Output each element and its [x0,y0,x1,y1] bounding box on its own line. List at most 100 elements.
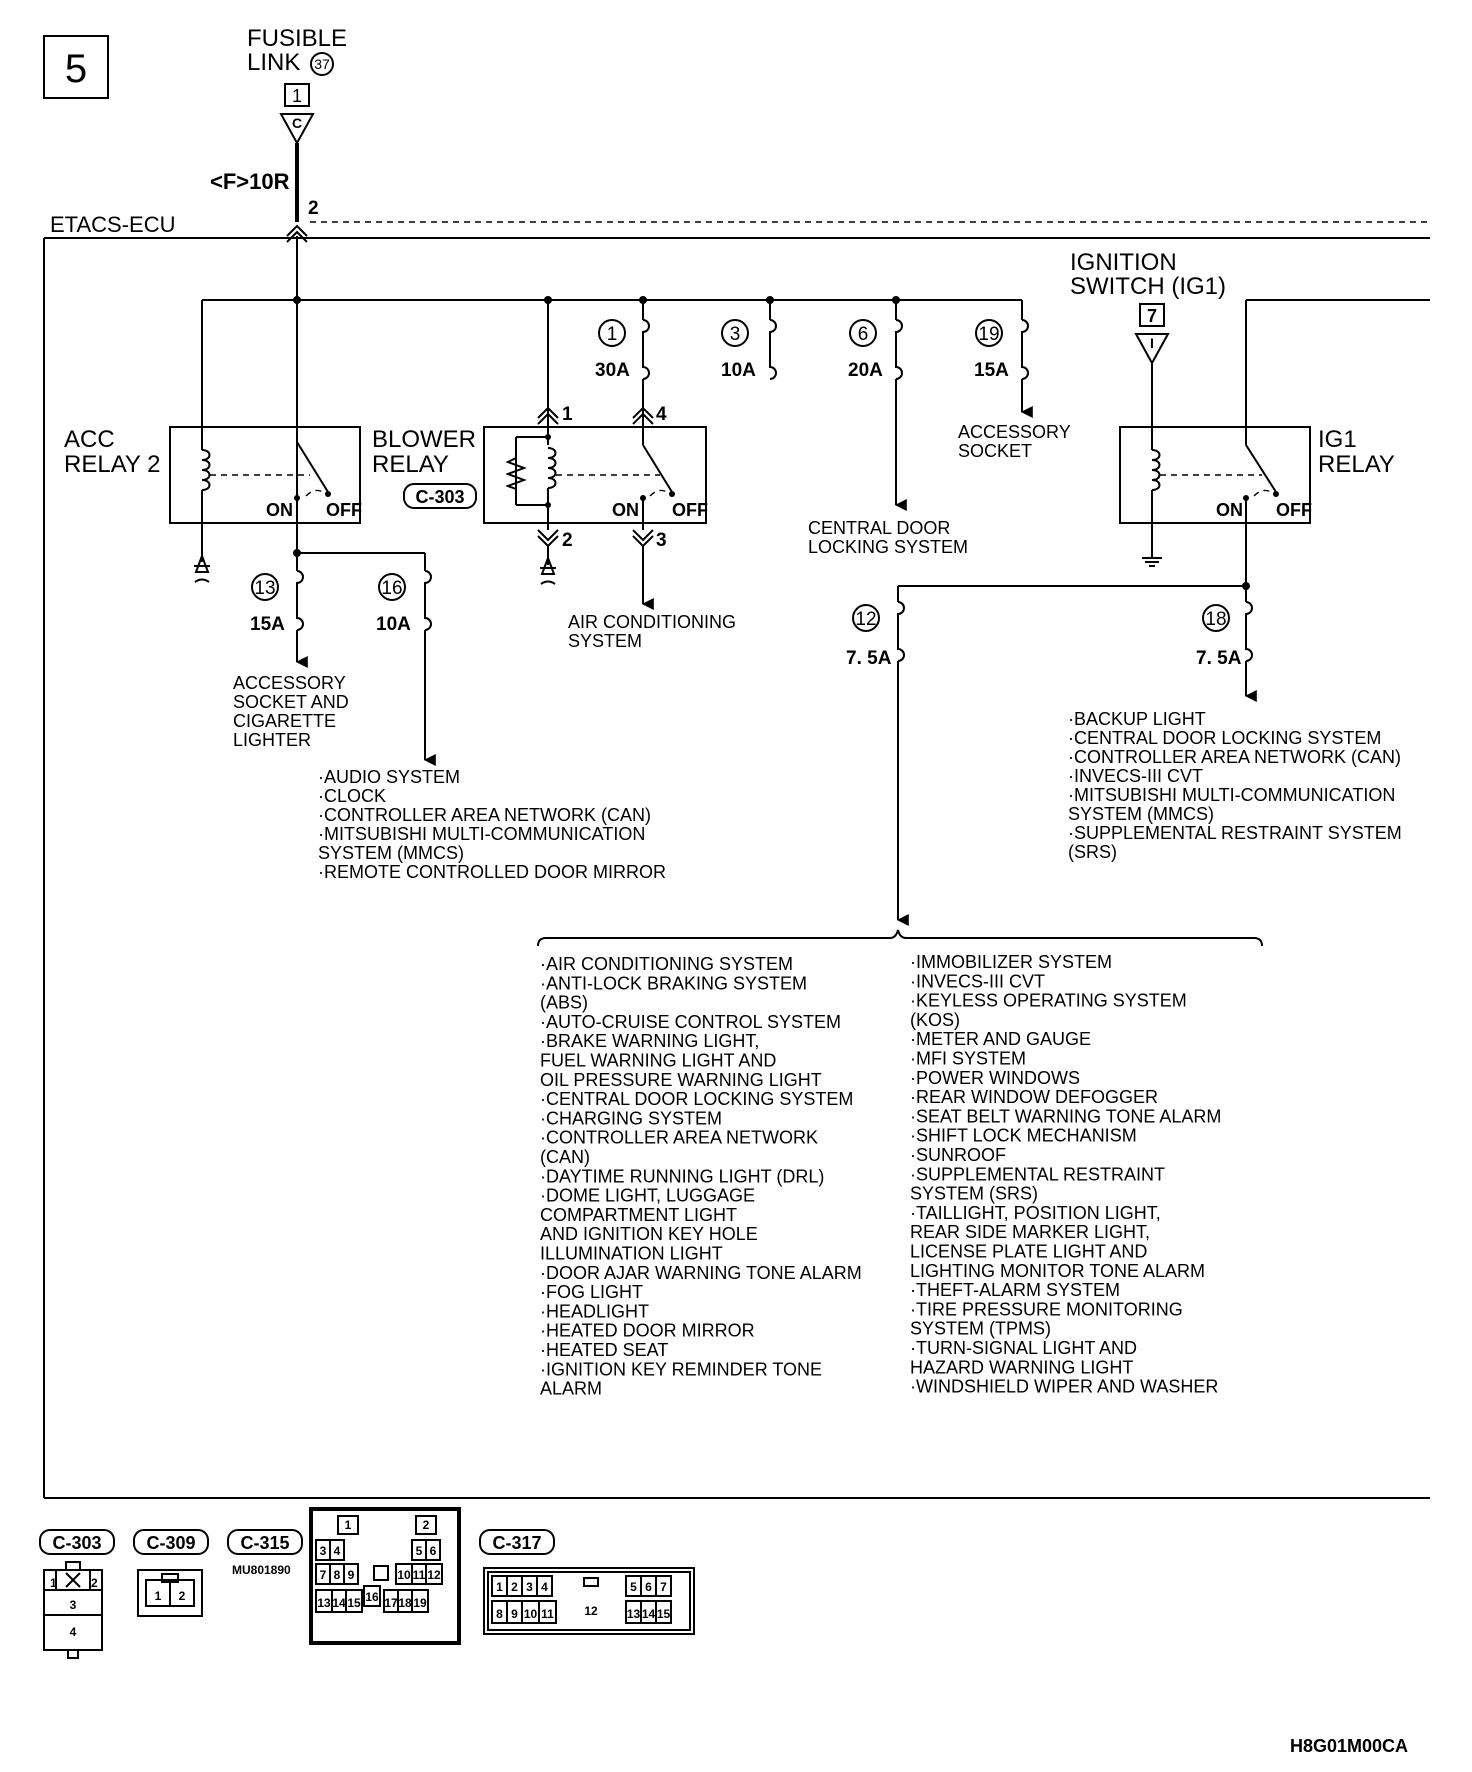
list-item: ·BRAKE WARNING LIGHT, [540,1031,759,1051]
fusible-link-number-circle [310,52,334,76]
svg-text:LOCKING SYSTEM: LOCKING SYSTEM [808,537,968,557]
svg-text:7. 5A: 7. 5A [846,648,892,669]
svg-text:37: 37 [314,56,330,72]
svg-text:LINK: LINK [247,49,300,76]
fuse-12: 12 7. 5A [846,586,909,926]
connector-pin-label: 6 [430,1544,437,1558]
connector-pin-cell [655,1575,672,1597]
svg-text:10A: 10A [721,360,756,381]
svg-text:(SRS): (SRS) [1068,842,1117,862]
connector-pin-cell [373,1565,389,1581]
relay-coil-icon [547,447,557,489]
svg-text:·REMOTE CONTROLLED DOOR MIRROR: ·REMOTE CONTROLLED DOOR MIRROR [318,862,666,882]
relay-coil-icon [201,449,211,491]
list-item: ·KEYLESS OPERATING SYSTEM [910,991,1187,1011]
svg-text:2: 2 [91,1576,98,1590]
svg-text:SYSTEM: SYSTEM [568,631,642,651]
connector-pin-label: 12 [584,1604,598,1618]
connector-pin-label: 4 [334,1544,341,1558]
list-item: SYSTEM (TPMS) [910,1319,1051,1339]
list-item: ·TURN-SIGNAL LIGHT AND [910,1338,1137,1358]
connector-pin-cell [337,1515,359,1535]
wire-label: <F>10R [210,169,290,194]
list-bracket [537,929,1263,947]
connector-pin-label: 9 [348,1568,355,1582]
svg-text:·BACKUP LIGHT: ·BACKUP LIGHT [1068,709,1206,729]
fuse-1: 1 30A [595,300,650,428]
svg-text:15A: 15A [974,360,1009,381]
list-item: ·AIR CONDITIONING SYSTEM [540,954,793,974]
list-item: ·IGNITION KEY REMINDER TONE [540,1359,822,1379]
wire-pin: 2 [308,198,319,219]
blower-relay: BLOWER RELAY C-303 1 4 ON OFF 2 3 [372,300,708,610]
connector-pin-label: 1 [345,1518,352,1532]
acc-relay-2: ACC RELAY 2 ON OFF [64,300,362,583]
list-item: ·CONTROLLER AREA NETWORK [540,1128,818,1148]
connector-pin-label: 4 [541,1580,548,1594]
connector-pin-label: 8 [496,1607,503,1621]
svg-text:20A: 20A [848,360,883,381]
svg-text:12: 12 [855,609,876,630]
svg-text:CIGARETTE: CIGARETTE [233,711,336,731]
svg-text:RELAY: RELAY [372,451,449,478]
svg-text:C-303: C-303 [52,1533,101,1553]
list-item: ·INVECS-III CVT [910,971,1045,991]
list-item: ILLUMINATION LIGHT [540,1244,723,1264]
connector-pin-cell [538,1600,557,1624]
svg-text:AIR CONDITIONING: AIR CONDITIONING [568,612,736,632]
ignition-connector-triangle [1134,333,1170,366]
svg-text:FUSIBLE: FUSIBLE [247,25,347,52]
list-item: ·HEATED SEAT [540,1340,668,1360]
connector-pin-label: 14 [332,1596,346,1610]
load-air-conditioning: AIR CONDITIONING SYSTEM [568,612,736,651]
fuse12-load-list-right: ·IMMOBILIZER SYSTEM·INVECS-III CVT·KEYLE… [910,952,1221,1397]
connector-pin-cell [583,1577,599,1587]
svg-text:C: C [292,115,302,131]
connector-pin-label: 19 [413,1596,427,1610]
connector-pin-cell [425,1563,443,1585]
svg-text:·CONTROLLER AREA NETWORK (CAN): ·CONTROLLER AREA NETWORK (CAN) [318,805,651,825]
svg-text:2: 2 [179,1589,186,1603]
svg-text:LIGHTER: LIGHTER [233,730,311,750]
connector-pin-cell [345,1589,363,1613]
svg-text:·MITSUBISHI MULTI-COMMUNICATIO: ·MITSUBISHI MULTI-COMMUNICATION [318,824,645,844]
svg-text:1: 1 [155,1589,162,1603]
svg-text:OFF: OFF [326,500,362,520]
connector-pin-cell [655,1600,672,1624]
list-item: ·HEATED DOOR MIRROR [540,1321,755,1341]
connector-pin-label: 11 [413,1568,426,1582]
list-item: ·POWER WINDOWS [910,1068,1080,1088]
svg-text:ON: ON [266,500,293,520]
connector-pin-label: 15 [657,1607,671,1621]
list-item: ALARM [540,1379,602,1399]
svg-text:·MITSUBISHI MULTI-COMMUNICATIO: ·MITSUBISHI MULTI-COMMUNICATION [1068,785,1395,805]
svg-text:ON: ON [1216,500,1243,520]
page-number: 5 [43,35,109,99]
svg-text:RELAY 2: RELAY 2 [64,451,161,478]
connector-pin-label: 15 [347,1596,361,1610]
connector-pin-cell [411,1589,429,1613]
connector-c303: C-303 1 2 3 4 [39,1529,115,1659]
ignition-switch: IGNITION SWITCH (IG1) 7 I [1070,249,1226,366]
list-item: OIL PRESSURE WARNING LIGHT [540,1070,822,1090]
svg-text:19: 19 [978,324,999,345]
list-item: ·THEFT-ALARM SYSTEM [910,1280,1120,1300]
list-item: REAR SIDE MARKER LIGHT, [910,1222,1150,1242]
connector-pin-cell [329,1539,345,1561]
ground-icon [1142,557,1162,567]
svg-text:SYSTEM (MMCS): SYSTEM (MMCS) [1068,804,1214,824]
svg-text:SWITCH (IG1): SWITCH (IG1) [1070,273,1226,300]
svg-text:SYSTEM (MMCS): SYSTEM (MMCS) [318,843,464,863]
list-item: ·SUPPLEMENTAL RESTRAINT [910,1164,1165,1184]
connector-pin-label: 5 [630,1580,637,1594]
connector-pin-label: 6 [645,1580,652,1594]
connector-pin-label: 7 [320,1568,327,1582]
svg-text:C-317: C-317 [492,1533,541,1553]
list-item: (KOS) [910,1010,960,1030]
svg-text:3: 3 [656,530,667,551]
connector-pin-label: 13 [317,1596,331,1610]
list-item: ·AUTO-CRUISE CONTROL SYSTEM [540,1012,841,1032]
connector-pin-label: 9 [511,1607,518,1621]
